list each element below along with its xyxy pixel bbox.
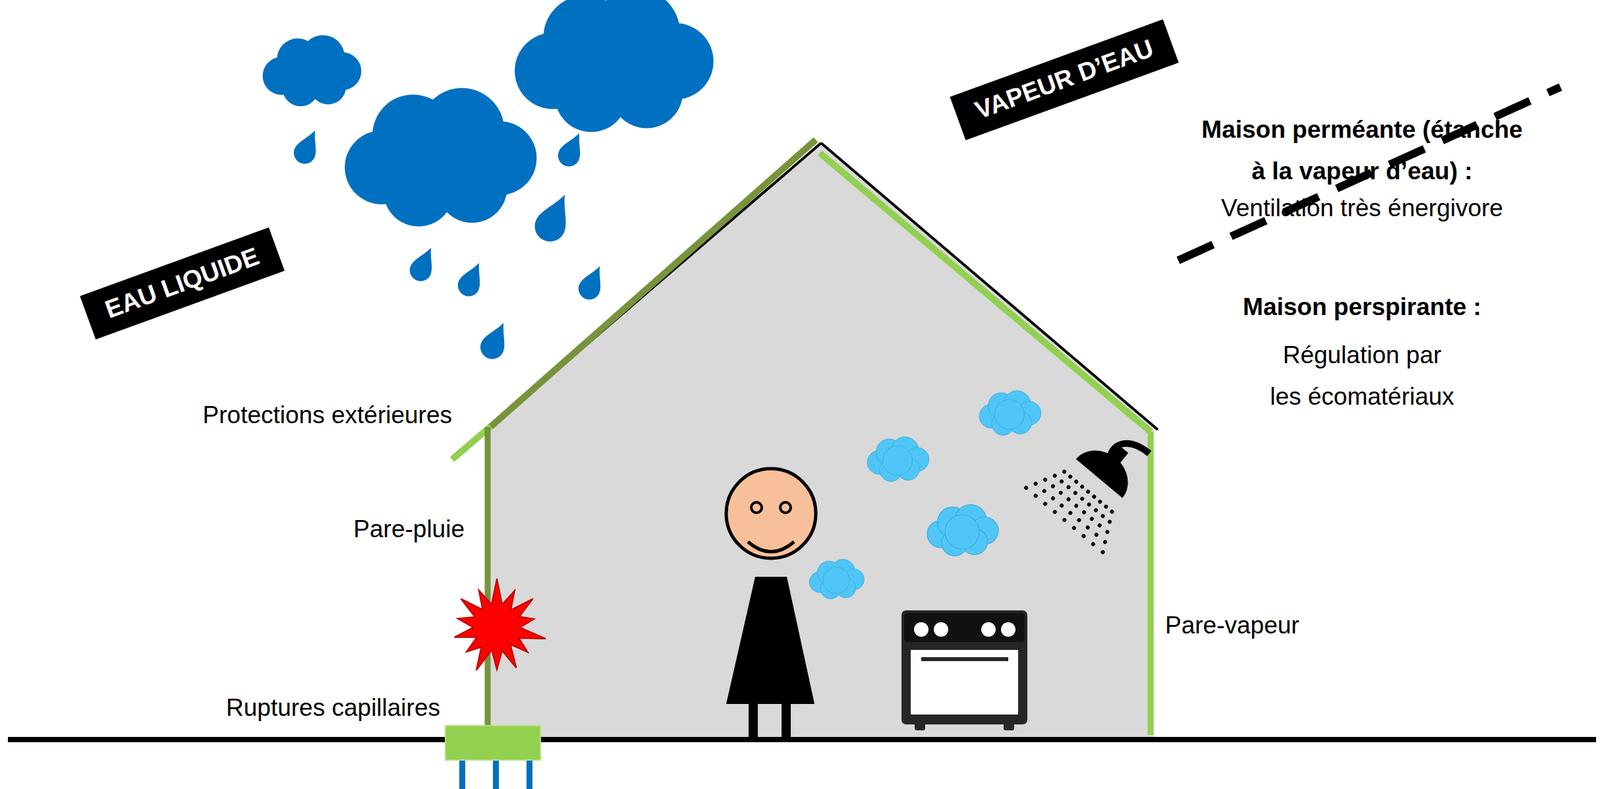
spray-dot (1091, 493, 1097, 499)
spray-dot (1084, 524, 1090, 530)
label-band: VAPEUR D’EAU (949, 19, 1179, 140)
spray-dot (1097, 498, 1103, 505)
spray-dot (1061, 468, 1067, 474)
spray-dot (1041, 488, 1048, 494)
spray-dot (1065, 496, 1071, 502)
exterior-protection (490, 139, 816, 427)
ground-line (7, 736, 1597, 743)
spray-dot (1099, 548, 1106, 555)
vapour-barrier-roof (819, 152, 1151, 432)
house-interior (487, 142, 1154, 740)
spray-dot (1090, 541, 1096, 547)
spray-dot (1089, 515, 1095, 522)
spray-dot (1071, 525, 1077, 531)
band-text: EAU LIQUIDE (100, 241, 263, 326)
note-text: Maison perspirante : (1144, 292, 1580, 322)
person-figure (726, 468, 816, 740)
spray-dot (1067, 473, 1073, 480)
spray-dot (1079, 483, 1085, 489)
part-label: Protections extérieures (202, 400, 453, 430)
note-text: Ventilation très énergivore (1144, 193, 1580, 223)
label-band: EAU LIQUIDE (79, 227, 285, 340)
spray-dot (1079, 495, 1085, 501)
spray-dot (1080, 533, 1086, 539)
vapour-barrier (1147, 431, 1154, 735)
spray-dot (1073, 479, 1079, 485)
spray-dot (1057, 489, 1063, 495)
damage-star (454, 578, 546, 671)
spray-dot (1042, 477, 1048, 483)
spray-dot (1099, 513, 1106, 519)
part-label: Pare-vapeur (1165, 610, 1300, 640)
spray-dot (1067, 510, 1073, 516)
capillary-break (445, 725, 541, 760)
spray-dot (1085, 501, 1092, 507)
spray-dot (1104, 529, 1110, 535)
spray-dot (1051, 472, 1058, 478)
spray-dot (1102, 539, 1108, 545)
note-text: Régulation par les écomatériaux (1217, 334, 1508, 418)
spray-dot (1096, 522, 1102, 528)
part-label: Pare-pluie (353, 514, 465, 544)
spray-dot (1093, 507, 1099, 513)
spray-dot (1032, 492, 1038, 499)
rain-drops (289, 125, 610, 364)
part-label: Ruptures capillaires (226, 693, 441, 723)
spray-dot (1042, 500, 1048, 507)
spray-dot (1065, 484, 1071, 490)
spray-dot (1085, 488, 1091, 495)
spray-dot (1073, 502, 1079, 509)
oven-icon (901, 610, 1028, 731)
spray-dot (1072, 490, 1079, 496)
foundation-pile (526, 757, 533, 789)
band-text: VAPEUR D’EAU (971, 33, 1158, 126)
spray-dot (1050, 483, 1056, 489)
foundation-pile (459, 757, 466, 789)
spray-dot (1052, 508, 1058, 515)
rain-clouds (262, 0, 714, 227)
foundation-pile (492, 757, 499, 789)
roof-line (821, 142, 1158, 430)
spray-dot (1093, 531, 1100, 538)
spray-dot (1107, 518, 1113, 524)
spray-dot (1103, 503, 1109, 509)
vapour-clouds (809, 390, 1042, 600)
shower-icon (1023, 415, 1164, 555)
spray-dot (1076, 517, 1082, 523)
spray-dot (1109, 508, 1115, 515)
spray-dot (1081, 509, 1087, 515)
spray-dot (1058, 478, 1065, 484)
spray-dot (1061, 517, 1067, 523)
spray-dot (1023, 485, 1029, 491)
spray-dot (1032, 481, 1038, 487)
note-text: Maison perméante (étanche à la vapeur d’… (1144, 109, 1580, 193)
rain-barrier (485, 427, 491, 726)
spray-dot (1058, 502, 1065, 509)
spray-dot (1050, 495, 1056, 501)
